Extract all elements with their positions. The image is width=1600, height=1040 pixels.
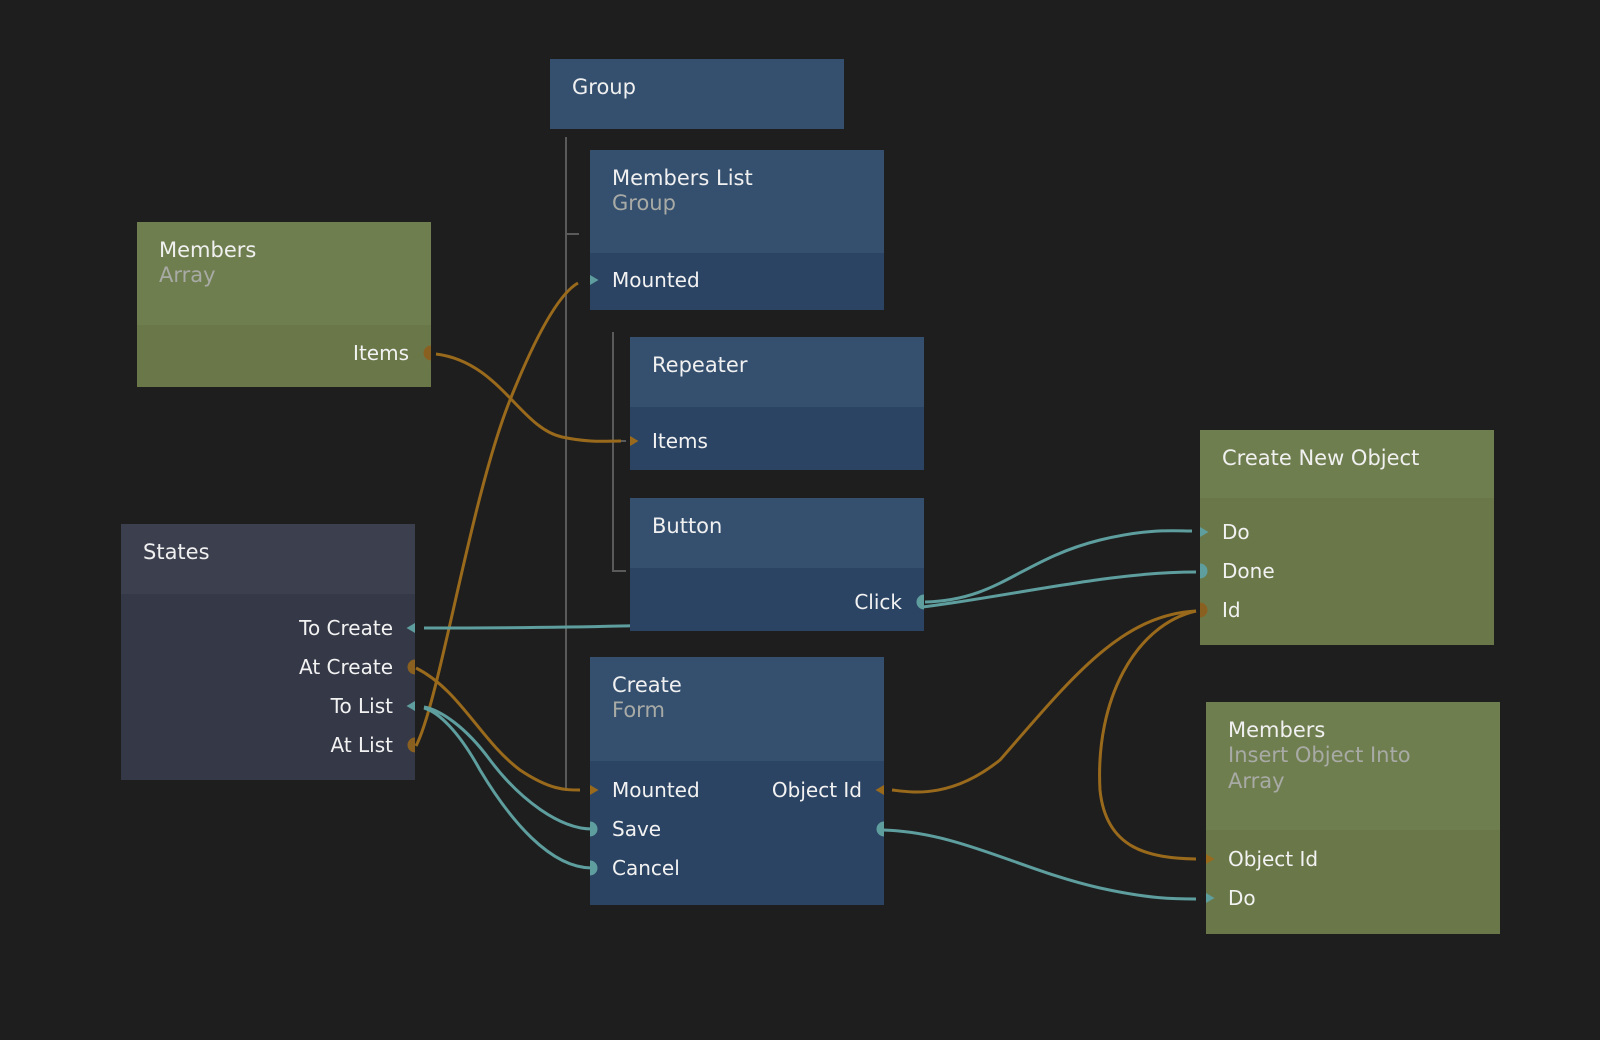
node-repeater[interactable]: RepeaterItems (630, 337, 924, 470)
node-title: States (143, 540, 393, 565)
port-object-id[interactable]: Object Id (772, 777, 862, 803)
port-marker-object-id[interactable] (876, 780, 885, 800)
node-subtitle: Array (159, 263, 409, 289)
node-title: Members (159, 238, 409, 263)
node-header: MembersArray (137, 222, 431, 325)
port-mounted[interactable]: Mounted (612, 777, 700, 803)
node-title: Create (612, 673, 862, 698)
node-subtitle: Insert Object Into Array (1228, 743, 1478, 794)
node-subtitle: Group (612, 191, 862, 217)
node-title: Members List (612, 166, 862, 191)
node-members-insert[interactable]: MembersInsert Object Into ArrayObject Id… (1206, 702, 1500, 934)
port-items[interactable]: Items (652, 428, 708, 454)
port-items[interactable]: Items (353, 340, 409, 366)
connection-members-items-to-repeater-items (436, 354, 621, 441)
node-title: Members (1228, 718, 1478, 743)
port-at-create[interactable]: At Create (299, 654, 393, 680)
port-click[interactable]: Click (854, 589, 902, 615)
node-header: Button (630, 498, 924, 568)
node-group[interactable]: Group (550, 59, 844, 129)
port-marker-mounted[interactable] (590, 270, 599, 290)
port-mounted[interactable]: Mounted (612, 267, 700, 293)
node-header: Create New Object (1200, 430, 1494, 498)
port-marker-items[interactable] (630, 431, 639, 451)
port-marker-to-create[interactable] (407, 618, 416, 638)
connection-create-output-to-membersinsert-do (882, 830, 1196, 899)
node-states[interactable]: States To Create At Create To List At List (121, 524, 415, 780)
node-header: Group (550, 59, 844, 129)
port-cancel[interactable]: Cancel (612, 855, 680, 881)
node-header: States (121, 524, 415, 594)
port-at-list[interactable]: At List (331, 732, 394, 758)
tree-line-group-child-tick-create (565, 789, 579, 791)
port-marker-do[interactable] (1200, 522, 1209, 542)
node-title: Repeater (652, 353, 902, 378)
port-to-list[interactable]: To List (331, 693, 393, 719)
node-members-list[interactable]: Members ListGroupMounted (590, 150, 884, 310)
port-marker-mounted[interactable] (590, 780, 599, 800)
node-title: Group (572, 75, 822, 100)
port-id[interactable]: Id (1222, 597, 1241, 623)
port-save[interactable]: Save (612, 816, 661, 842)
node-header: Repeater (630, 337, 924, 407)
port-marker-to-list[interactable] (407, 696, 416, 716)
connection-states-atcreate-to-create-mounted (416, 668, 580, 790)
tree-line-memberslist-child-spine (612, 332, 614, 572)
node-create-form[interactable]: CreateFormMountedSaveCancel Object Id (590, 657, 884, 905)
port-to-create[interactable]: To Create (299, 615, 393, 641)
node-members-array[interactable]: MembersArrayItems (137, 222, 431, 387)
node-title: Button (652, 514, 902, 539)
port-do[interactable]: Do (1228, 885, 1256, 911)
connection-createnewobject-id-to-membersinsert-objectid (1100, 611, 1196, 859)
tree-line-memberslist-tick-button (612, 570, 626, 572)
tree-line-group-child-tick-members (565, 233, 579, 235)
port-marker-do[interactable] (1206, 888, 1215, 908)
node-button[interactable]: ButtonClick (630, 498, 924, 631)
node-subtitle: Form (612, 698, 862, 724)
node-title: Create New Object (1222, 446, 1472, 471)
node-header: CreateForm (590, 657, 884, 761)
node-header: Members ListGroup (590, 150, 884, 253)
port-marker-object-id[interactable] (1206, 849, 1215, 869)
port-do[interactable]: Do (1222, 519, 1250, 545)
connection-createnewobject-id-to-create-objectid (892, 611, 1196, 792)
node-create-new-object[interactable]: Create New ObjectDoDoneId (1200, 430, 1494, 645)
connection-button-click-to-createnewobject-do (925, 531, 1192, 602)
port-done[interactable]: Done (1222, 558, 1275, 584)
tree-line-memberslist-tick-repeater (612, 440, 626, 442)
node-header: MembersInsert Object Into Array (1206, 702, 1500, 830)
port-object-id[interactable]: Object Id (1228, 846, 1318, 872)
connection-states-atlist-to-memberslist-mounted (416, 283, 578, 746)
